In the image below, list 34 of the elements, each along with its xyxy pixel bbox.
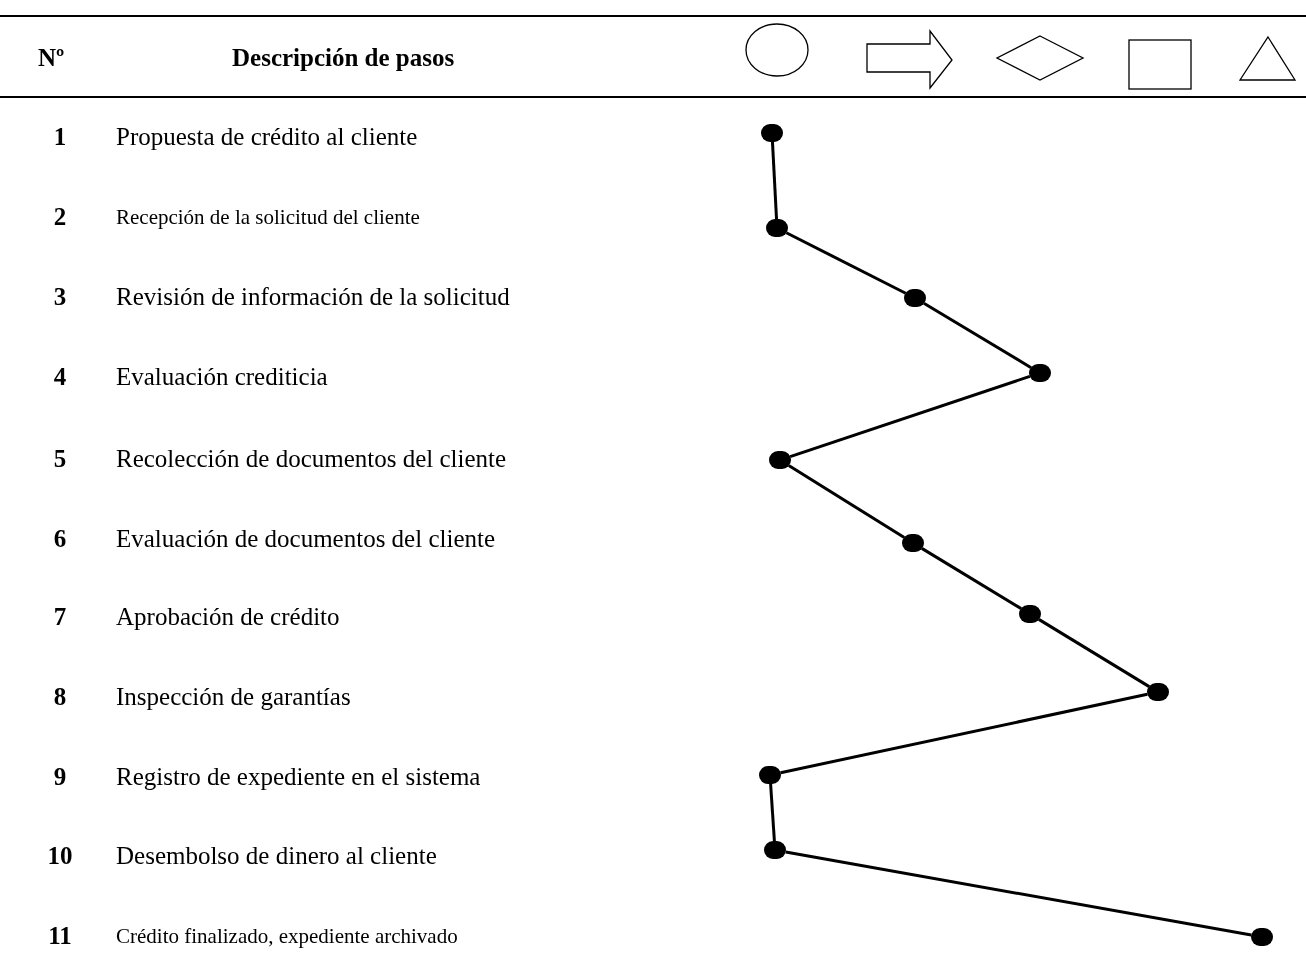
step-description: Aprobación de crédito <box>116 602 340 632</box>
step-number: 10 <box>46 841 74 871</box>
flow-line <box>923 302 1032 369</box>
step-description: Revisión de información de la solicitud <box>116 282 510 312</box>
flow-line <box>921 547 1022 610</box>
flow-line <box>785 850 1252 937</box>
step-description: Evaluación de documentos del cliente <box>116 524 496 554</box>
flow-line <box>789 375 1031 458</box>
step-description: Desembolso de dinero al cliente <box>116 841 437 871</box>
step-description: Recolección de documentos del cliente <box>116 444 507 474</box>
step-number: 11 <box>47 921 73 951</box>
step-description: Registro de expediente en el sistema <box>116 762 481 792</box>
step-number: 8 <box>52 682 68 712</box>
step-description: Crédito finalizado, expediente archivado <box>116 923 458 950</box>
flow-line <box>1038 618 1150 688</box>
step-number: 7 <box>52 602 68 632</box>
flow-line <box>780 692 1148 775</box>
step-number: 2 <box>52 202 68 232</box>
step-description: Propuesta de crédito al cliente <box>116 122 418 152</box>
flow-line <box>787 464 906 539</box>
step-number: 6 <box>52 524 68 554</box>
step-description: Recepción de la solicitud del cliente <box>116 204 420 231</box>
column-header: Nº <box>38 44 65 72</box>
step-number: 5 <box>52 444 68 474</box>
step-number: 4 <box>52 362 68 392</box>
step-number: 3 <box>52 282 68 312</box>
flow-line <box>785 231 907 295</box>
step-number: 1 <box>52 122 68 152</box>
step-description: Evaluación crediticia <box>116 362 328 392</box>
flow-line <box>770 141 779 220</box>
step-number: 9 <box>52 762 68 792</box>
flow-line <box>769 783 776 842</box>
column-header: Descripción de pasos <box>232 44 455 72</box>
step-description: Inspección de garantías <box>116 682 351 712</box>
